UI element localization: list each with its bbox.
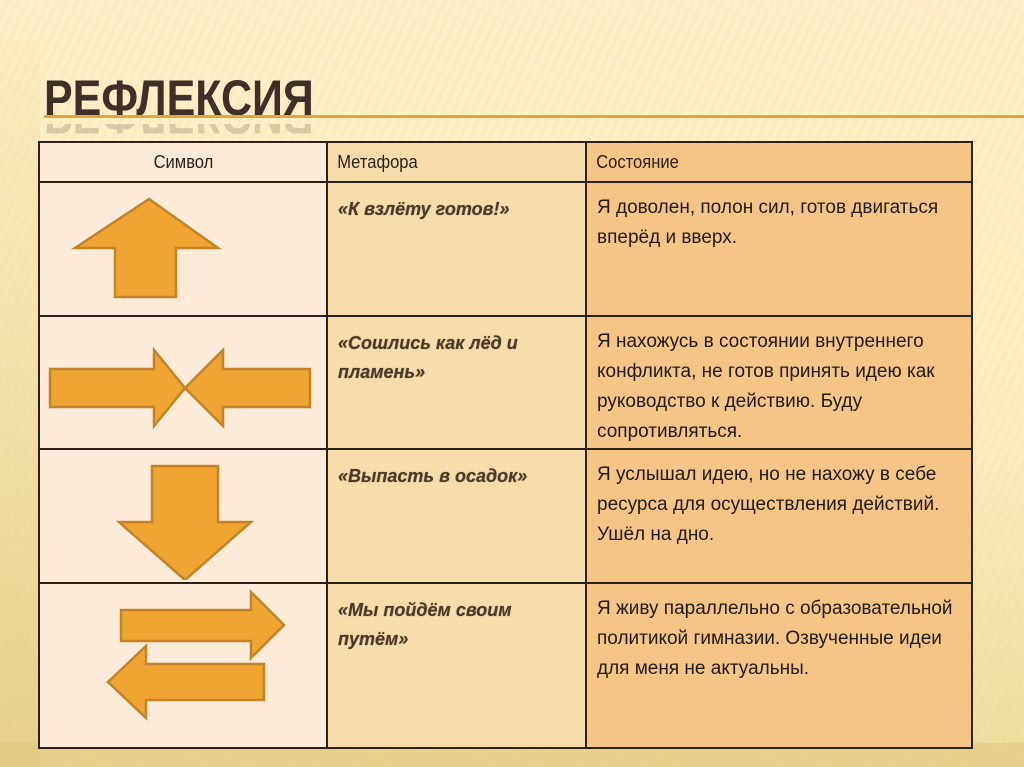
table-row: «Мы пойдём своим путём» Я живу параллель… — [38, 582, 973, 749]
metaphor-cell: «К взлёту готов!» — [326, 181, 587, 317]
metaphor-cell: «Выпасть в осадок» — [326, 448, 587, 584]
header-symbol: Символ — [38, 141, 328, 183]
table-row: «Выпасть в осадок» Я услышал идею, но не… — [38, 448, 973, 584]
header-state: Состояние — [585, 141, 973, 183]
title-underline — [44, 115, 1024, 118]
state-cell: Я нахожусь в состоянии внутреннего конфл… — [585, 315, 973, 450]
state-cell: Я живу параллельно с образовательной пол… — [585, 582, 973, 749]
arrows-converging-icon — [48, 346, 312, 430]
arrows-opposite-icon — [106, 588, 286, 721]
arrow-down-icon — [115, 464, 255, 580]
background-left-band — [0, 40, 40, 767]
metaphor-cell: «Сошлись как лёд и пламень» — [326, 315, 587, 450]
table-row: «Сошлись как лёд и пламень» Я нахожусь в… — [38, 315, 973, 450]
symbol-cell — [38, 582, 328, 749]
header-metaphor: Метафора — [326, 141, 587, 183]
arrow-up-icon — [70, 197, 222, 299]
metaphor-cell: «Мы пойдём своим путём» — [326, 582, 587, 749]
reflection-table: Символ Метафора Состояние «К взлёту гото… — [38, 141, 973, 749]
symbol-cell — [38, 448, 328, 584]
state-cell: Я доволен, полон сил, готов двигаться вп… — [585, 181, 973, 317]
symbol-cell — [38, 315, 328, 450]
table-header-row: Символ Метафора Состояние — [38, 141, 973, 183]
symbol-cell — [38, 181, 328, 317]
state-cell: Я услышал идею, но не нахожу в себе ресу… — [585, 448, 973, 584]
table-row: «К взлёту готов!» Я доволен, полон сил, … — [38, 181, 973, 317]
